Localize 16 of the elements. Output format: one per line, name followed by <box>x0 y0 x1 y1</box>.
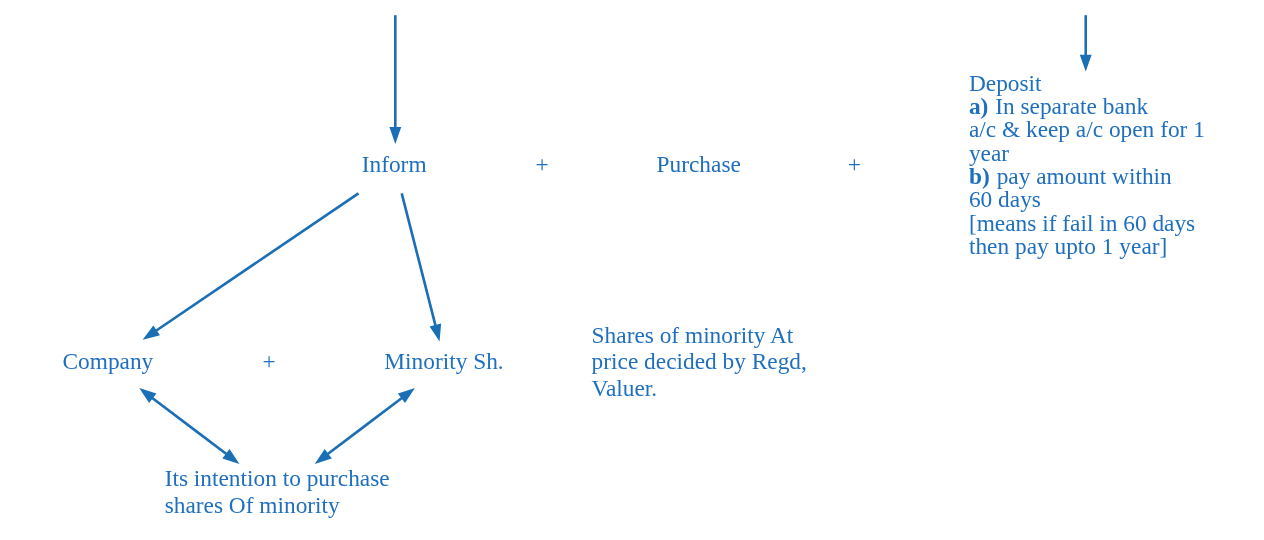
arrow <box>314 388 415 464</box>
label: + <box>261 348 276 375</box>
arrow <box>142 192 359 340</box>
node-text: Minority Sh. <box>383 348 504 375</box>
arrow <box>1079 15 1092 72</box>
node-text: Inform <box>361 151 427 178</box>
node-text: Its intention to purchase shares Of minority <box>164 465 390 518</box>
node-text: Deposit a) In separate bank a/c & keep a/c open for 1 year b) pay amount within 60 days [means if fail in 60 days then pay upto 1 year] <box>968 69 1205 260</box>
arrow <box>138 388 239 464</box>
label: Purchase <box>656 151 741 178</box>
node-text: Company <box>62 348 153 375</box>
label: + <box>847 151 861 178</box>
arrow <box>399 193 441 342</box>
label: + <box>534 151 549 178</box>
arrow <box>388 15 401 144</box>
label: Shares of minority At price decided by Regd, Valuer. <box>591 322 807 401</box>
